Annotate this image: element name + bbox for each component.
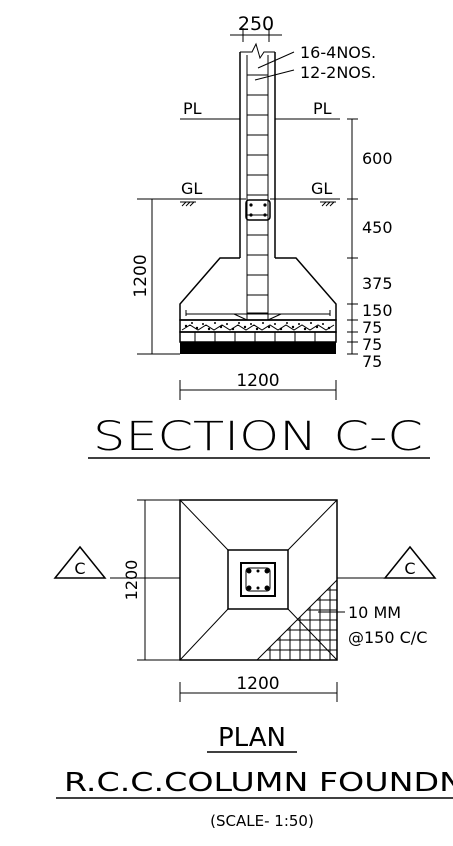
main-bar-label: 16-4NOS. xyxy=(300,43,376,62)
marker-right-label: C xyxy=(404,559,415,578)
ground-symbol-left xyxy=(180,201,196,207)
section-marker-left xyxy=(53,545,107,579)
column-stirrups xyxy=(247,74,268,314)
plan-side-1200-label: 1200 xyxy=(122,560,141,601)
plan-base-dimension: 1200 xyxy=(179,674,338,702)
pl-left-label: PL xyxy=(183,99,202,118)
drawing-title: R.C.C.COLUMN FOUNDN xyxy=(64,768,453,798)
plan-bar-spacing: @150 C/C xyxy=(348,628,427,647)
dim-75c: 75 xyxy=(362,352,382,371)
vertical-dimension-chain: 600 450 375 150 75 75 75 xyxy=(347,118,393,371)
depth-1200-label: 1200 xyxy=(131,254,151,297)
plan-pedestal xyxy=(227,549,289,610)
dim-75b: 75 xyxy=(362,335,382,354)
footing xyxy=(179,257,337,321)
brick-layer xyxy=(179,331,337,343)
plan-base-1200-label: 1200 xyxy=(236,674,279,694)
plan-column xyxy=(240,562,276,597)
plan-mesh-reinforcement xyxy=(256,579,345,661)
section-marker-right xyxy=(383,545,437,579)
dim-150: 150 xyxy=(362,301,393,320)
column xyxy=(239,42,276,320)
plinth-level: PL PL xyxy=(180,99,340,120)
dim-75a: 75 xyxy=(362,318,382,337)
secondary-bar-label: 12-2NOS. xyxy=(300,63,376,82)
ground-symbol-right xyxy=(320,201,336,207)
column-cross-section xyxy=(245,199,271,221)
pl-right-label: PL xyxy=(313,99,332,118)
dim-450: 450 xyxy=(362,218,393,237)
plan-bar-diameter: 10 MM xyxy=(348,603,401,622)
gl-left-label: GL xyxy=(181,179,202,198)
section-view: 250 xyxy=(88,13,430,460)
depth-dimension: 1200 xyxy=(131,198,180,355)
column-width-dimension: 250 xyxy=(230,13,282,42)
plan-title: PLAN xyxy=(218,723,286,753)
bar-callouts: 16-4NOS. 12-2NOS. xyxy=(254,43,376,82)
dim-600: 600 xyxy=(362,149,393,168)
marker-left-label: C xyxy=(74,559,85,578)
plan-side-dimension: 1200 xyxy=(122,499,180,661)
plan-view: C C 10 MM @150 C/C 1200 1200 PLAN R.C.C.… xyxy=(53,499,453,830)
section-base-1200-label: 1200 xyxy=(236,371,279,391)
section-title: SECTION C-C xyxy=(93,414,423,460)
gl-right-label: GL xyxy=(311,179,332,198)
pcc-layer xyxy=(179,319,337,333)
ground-level: GL GL xyxy=(180,179,340,207)
section-base-dimension: 1200 xyxy=(179,371,337,400)
column-width-label: 250 xyxy=(238,13,274,35)
drawing-scale: (SCALE- 1:50) xyxy=(210,812,314,830)
dim-375: 375 xyxy=(362,274,393,293)
soling-layer xyxy=(180,342,336,354)
